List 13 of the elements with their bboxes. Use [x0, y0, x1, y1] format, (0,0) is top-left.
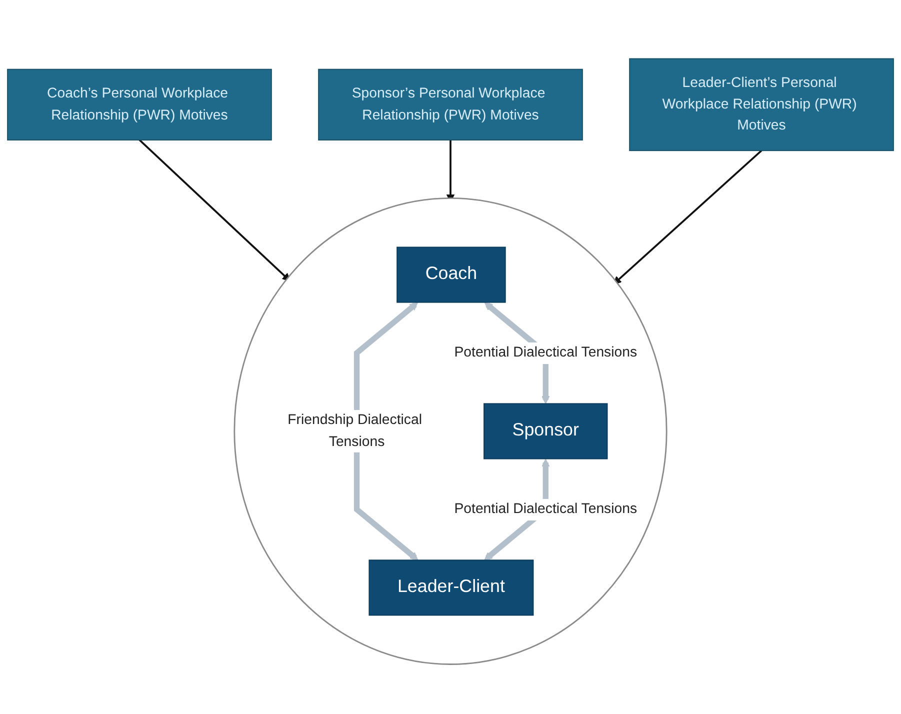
arrow [613, 150, 762, 285]
node-box: Coach’s Personal Workplace Relationship (PWR) Motives [7, 68, 272, 140]
node-box: Coach [396, 246, 506, 303]
cluster [234, 197, 668, 665]
node-box: Leader-Client [368, 560, 534, 616]
node-box: Sponsor’s Personal Workplace Relationship (PWR) Motives [318, 68, 583, 140]
edge-label: Potential Dialectical Tensions [454, 500, 638, 517]
edge-label: Friendship Dialectical Tensions [288, 412, 422, 450]
arrow [138, 139, 290, 282]
node-box: Leader-Client’s Personal Workplace Relationship (PWR) Motives [629, 58, 894, 152]
node-box: Sponsor [484, 403, 608, 460]
edge-label: Potential Dialectical Tensions [454, 344, 638, 360]
arrow [354, 302, 418, 560]
